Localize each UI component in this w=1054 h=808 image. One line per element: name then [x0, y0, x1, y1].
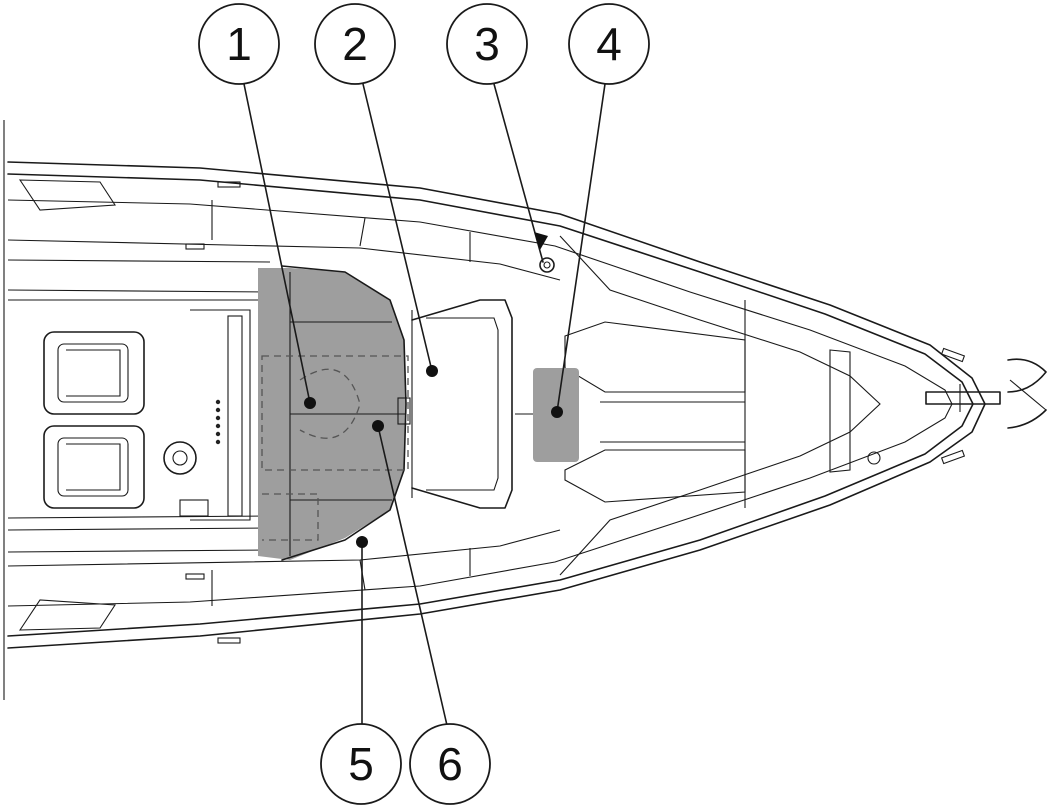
leader-1: [243, 83, 311, 404]
point-4: [551, 406, 563, 418]
pointer-3-arrow: [534, 232, 548, 250]
callout-5-label: 5: [348, 738, 374, 790]
callout-6: 6: [409, 723, 491, 805]
callout-4: 4: [568, 3, 650, 85]
gauge-dots: [215, 399, 221, 445]
leader-4: [556, 83, 606, 413]
front-console-highlight: [258, 265, 411, 561]
deck-fitting-icon: [539, 257, 555, 273]
seat-left: [43, 331, 145, 415]
point-2: [426, 365, 438, 377]
steering-wheel-icon: [163, 441, 197, 475]
callout-1-label: 1: [226, 18, 252, 70]
hull-outline: [3, 120, 986, 700]
callout-2-label: 2: [342, 18, 368, 70]
bow-fitting-icon: [867, 451, 881, 465]
callout-1: 1: [198, 3, 280, 85]
point-5: [356, 536, 368, 548]
leader-lines: [243, 83, 606, 735]
callout-3: 3: [446, 3, 528, 85]
leader-6: [377, 425, 450, 735]
bow-deck: [564, 300, 1047, 508]
cockpit: [7, 259, 271, 553]
seat-right: [43, 425, 145, 509]
callout-5: 5: [320, 723, 402, 805]
callout-6-label: 6: [437, 738, 463, 790]
leader-2: [362, 83, 433, 372]
callout-4-label: 4: [596, 18, 622, 70]
point-6: [372, 420, 384, 432]
callout-3-label: 3: [474, 18, 500, 70]
point-1: [304, 397, 316, 409]
callout-2: 2: [314, 3, 396, 85]
